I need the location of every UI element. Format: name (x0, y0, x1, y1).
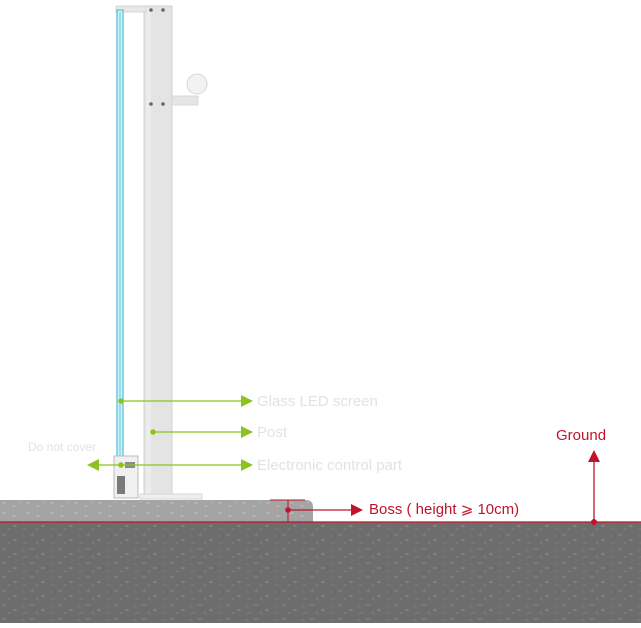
ground-surface (0, 522, 641, 623)
light-globe (186, 73, 208, 95)
label-boss: Boss ( height ⩾ 10cm) (369, 501, 520, 518)
post-highlight (146, 8, 151, 494)
callout-electronic-control-part (87, 459, 253, 471)
label-post: Post (257, 424, 288, 441)
label-ground: Ground (556, 427, 607, 444)
boss-base (0, 500, 313, 522)
callout-glass-led-screen (118, 395, 253, 407)
control-box-detail (117, 476, 125, 494)
post-bolt (161, 8, 165, 12)
callout-post (150, 426, 253, 438)
label-electronic-control-part: Electronic control part (257, 457, 403, 474)
base-plate (139, 493, 203, 500)
post-bolt (161, 102, 165, 106)
callout-boss (270, 499, 363, 522)
post-bolt (149, 8, 153, 12)
label-do-not-cover: Do not cover (28, 440, 97, 454)
top-bracket (115, 5, 147, 13)
light-arm (171, 95, 199, 106)
callout-ground (588, 450, 600, 525)
label-glass-led-screen: Glass LED screen (257, 393, 378, 410)
post-bolt (149, 102, 153, 106)
